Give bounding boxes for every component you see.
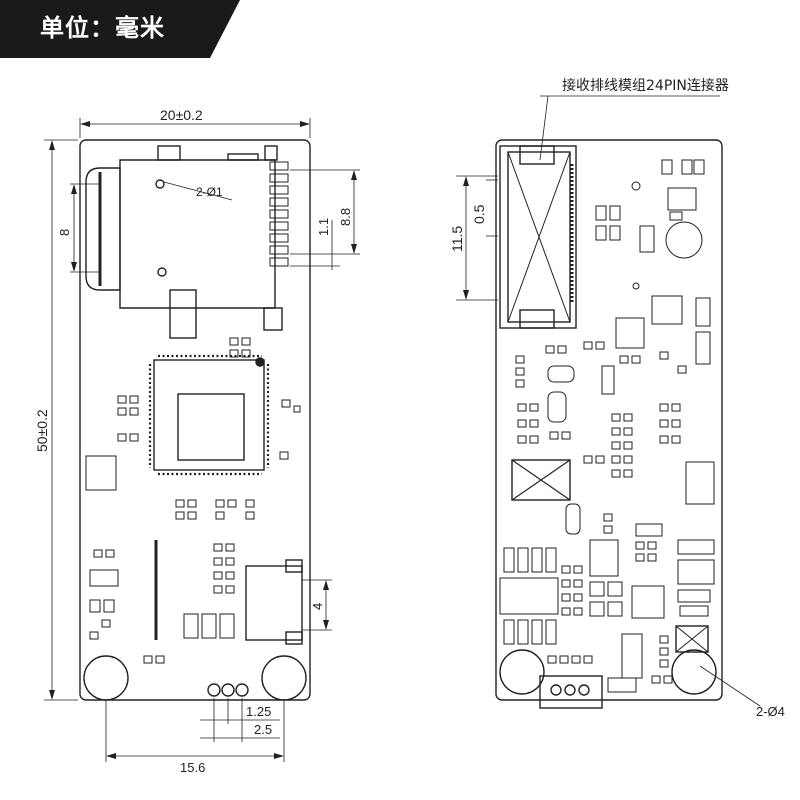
front-mounting-hole-right xyxy=(261,655,307,701)
front-small-connector xyxy=(245,565,303,641)
front-pin-3 xyxy=(235,683,249,697)
back-view-labels: 接收排线模组24PIN连接器 11.5 0.5 2-Ø4 xyxy=(449,77,785,719)
front-slot-height-dim: 8 xyxy=(57,229,72,236)
back-left-dim-a: 11.5 xyxy=(449,226,465,252)
front-width-dim: 20±0.2 xyxy=(160,107,203,123)
back-left-dim-b: 0.5 xyxy=(471,204,487,224)
unit-banner-text: 单位：毫米 xyxy=(40,14,165,42)
unit-banner-background xyxy=(0,0,240,58)
front-pin-1 xyxy=(207,683,221,697)
front-card-slot xyxy=(119,159,276,309)
back-mounting-hole-right xyxy=(671,649,717,695)
front-main-chip xyxy=(153,359,265,471)
front-pin-dim-b: 2.5 xyxy=(254,722,272,737)
back-qfn-chip xyxy=(631,585,665,619)
back-connector-label: 接收排线模组24PIN连接器 xyxy=(562,77,729,94)
front-height-dim: 50±0.2 xyxy=(34,409,50,452)
front-view xyxy=(44,118,360,762)
front-pin-dim-c: 15.6 xyxy=(180,760,205,775)
back-mounting-hole-left xyxy=(499,649,545,695)
front-hole-note: 2-Ø1 xyxy=(196,185,223,199)
front-slot-right-dim-a: 1.1 xyxy=(316,218,331,236)
back-board-outline xyxy=(495,139,723,701)
back-tact-switch xyxy=(685,461,715,505)
back-hole-note: 2-Ø4 xyxy=(756,704,785,719)
back-small-components xyxy=(499,159,715,693)
front-pin-ladder xyxy=(269,161,289,267)
back-24pin-connector xyxy=(499,145,577,329)
unit-banner: 单位：毫米 xyxy=(0,0,240,58)
front-left-connector xyxy=(85,167,121,291)
back-crystal xyxy=(665,221,703,259)
front-mounting-hole-left xyxy=(83,655,129,701)
front-board-outline xyxy=(79,139,311,701)
front-small-components xyxy=(85,337,301,664)
front-view-labels: 20±0.2 50±0.2 8 1.1 8.8 2-Ø1 4 1.25 2.5 … xyxy=(34,107,353,775)
back-pin-header xyxy=(539,675,603,709)
front-pin-2 xyxy=(221,683,235,697)
back-flash-chip xyxy=(499,577,559,615)
front-connector-dim: 4 xyxy=(310,603,325,610)
front-slot-right-dim-b: 8.8 xyxy=(338,208,353,226)
front-chip-pins xyxy=(148,354,270,476)
back-view xyxy=(456,95,761,709)
front-pin-dim-a: 1.25 xyxy=(246,704,271,719)
